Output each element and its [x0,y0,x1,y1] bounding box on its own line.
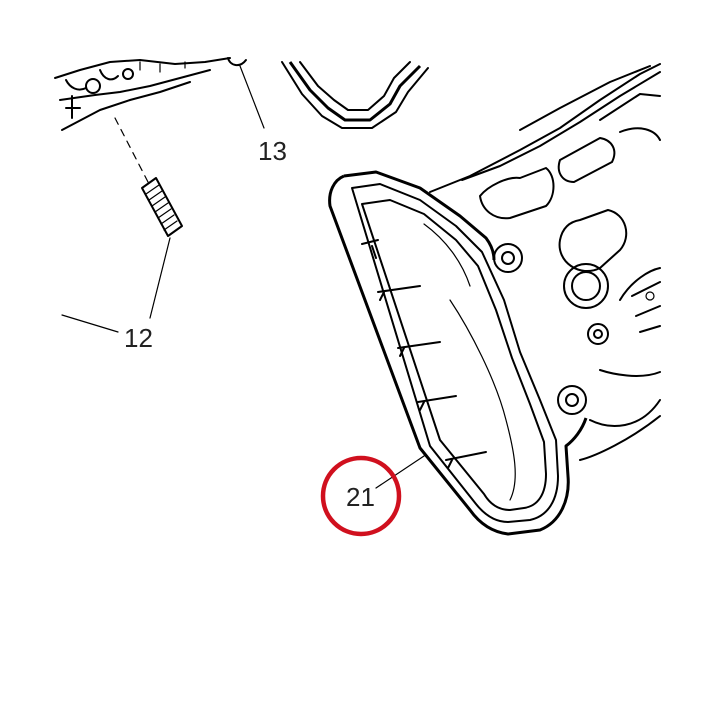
bracket-assembly [54,57,231,131]
highlight-circle-21 [320,455,402,537]
leader-line-12-left [61,314,119,333]
leader-line-21 [375,455,425,489]
callout-label-12: 12 [124,323,153,353]
stud-part-12 [114,117,183,237]
grommet-part-13 [227,57,247,66]
gasket-part [281,61,429,129]
valve-cover-part-21 [328,63,661,536]
leader-line-13 [239,65,265,129]
callout-label-13: 13 [258,136,287,166]
leader-line-12 [149,237,171,319]
callout-label-21: 21 [346,482,375,512]
